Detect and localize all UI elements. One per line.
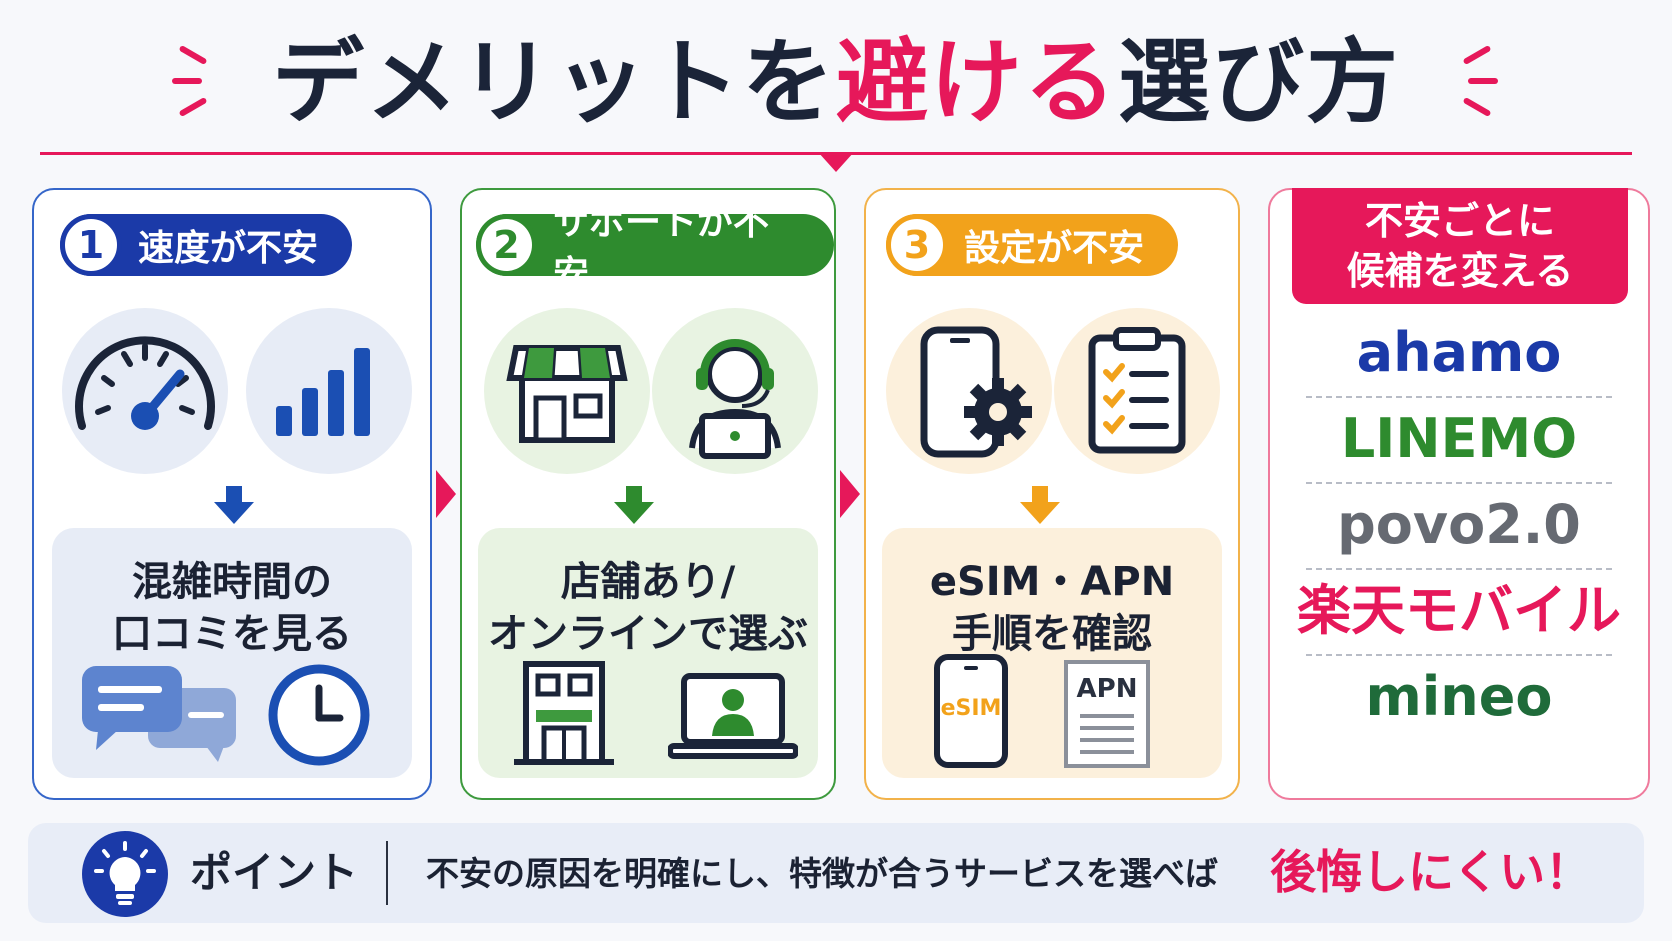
title-divider-notch <box>818 152 854 172</box>
carrier-name: 楽天モバイル <box>1297 579 1621 642</box>
store-icon <box>484 308 650 474</box>
step-pill: 3 設定が不安 <box>886 214 1179 276</box>
advice-box: 混雑時間の 口コミを見る <box>52 528 412 778</box>
page-title: デメリットを避ける選び方 <box>0 28 1672 138</box>
carrier-name: ahamo <box>1356 321 1562 384</box>
advice-text: eSIM・APN 手順を確認 <box>882 556 1222 660</box>
step-label: 設定が不安 <box>964 228 1145 269</box>
advice-box: 店舗あり/ オンラインで選ぶ <box>478 528 818 778</box>
laptop-user-icon <box>668 673 798 759</box>
carrier-name: mineo <box>1365 665 1553 728</box>
esim-label: eSIM <box>940 696 1002 721</box>
lightbulb-icon <box>82 831 168 917</box>
point-emphasis: 後悔しにくい！ <box>1270 845 1592 899</box>
carrier-divider <box>1306 482 1612 484</box>
candidates-header: 不安ごとに 候補を変える <box>1292 188 1628 304</box>
title-part3: 選び方 <box>1118 29 1401 136</box>
candidates-header-line-2: 候補を変える <box>1346 249 1574 293</box>
advice-line-1: 混雑時間の <box>132 559 332 605</box>
step-number: 1 <box>60 214 122 276</box>
advice-text: 混雑時間の 口コミを見る <box>52 556 412 660</box>
step-number: 3 <box>886 214 948 276</box>
shop-building-icon <box>514 661 614 765</box>
title-part1: デメリットを <box>271 29 836 136</box>
step-label: サポートが不安 <box>552 202 769 295</box>
point-text: 不安の原因を明確にし、特徴が合うサービスを選べば <box>426 854 1218 893</box>
step-pill: 2 サポートが不安 <box>476 202 834 295</box>
chat-bubbles-icon <box>82 666 236 762</box>
advice-line-2: 口コミを見る <box>112 611 352 657</box>
step-pill: 1 速度が不安 <box>60 214 353 276</box>
point-bar: ポイント 不安の原因を明確にし、特徴が合うサービスを選べば 後悔しにくい！ <box>28 823 1644 923</box>
point-label: ポイント <box>190 848 359 897</box>
advice-line-2: オンラインで選ぶ <box>488 611 808 657</box>
down-arrow-icon <box>1020 486 1060 524</box>
title-part2: 避ける <box>835 29 1118 136</box>
apn-document-icon: APN <box>1064 660 1150 768</box>
apn-label: APN <box>1076 674 1138 704</box>
chevron-right-icon <box>436 470 456 518</box>
step-card-settings: 3 設定が不安 <box>864 188 1240 800</box>
advice-text: 店舗あり/ オンラインで選ぶ <box>478 556 818 660</box>
clock-icon <box>268 664 370 766</box>
down-arrow-icon <box>214 486 254 524</box>
headset-operator-icon <box>652 308 818 474</box>
advice-line-2: 手順を確認 <box>952 611 1152 657</box>
carrier-divider <box>1306 396 1612 398</box>
advice-line-1: eSIM・APN <box>929 559 1175 605</box>
carrier-name: povo2.0 <box>1337 493 1581 556</box>
signal-bars-icon <box>246 308 412 474</box>
step-number: 2 <box>476 214 537 276</box>
candidates-header-line-1: 不安ごとに <box>1364 199 1555 243</box>
step-card-speed: 1 速度が不安 混雑時間の 口コミを見る <box>32 188 432 800</box>
carrier-divider <box>1306 568 1612 570</box>
chevron-right-icon <box>840 470 860 518</box>
checklist-icon <box>1054 308 1220 474</box>
speedometer-icon <box>62 308 228 474</box>
down-arrow-icon <box>614 486 654 524</box>
step-card-support: 2 サポートが不安 店舗あり/ オンラインで選ぶ <box>460 188 836 800</box>
advice-box: eSIM・APN 手順を確認 eSIM APN <box>882 528 1222 778</box>
point-divider <box>386 841 388 905</box>
step-label: 速度が不安 <box>138 228 319 269</box>
advice-line-1: 店舗あり/ <box>560 559 736 605</box>
carrier-name: LINEMO <box>1340 407 1578 470</box>
carrier-divider <box>1306 654 1612 656</box>
esim-phone-icon: eSIM <box>934 654 1008 768</box>
phone-settings-icon <box>886 308 1052 474</box>
